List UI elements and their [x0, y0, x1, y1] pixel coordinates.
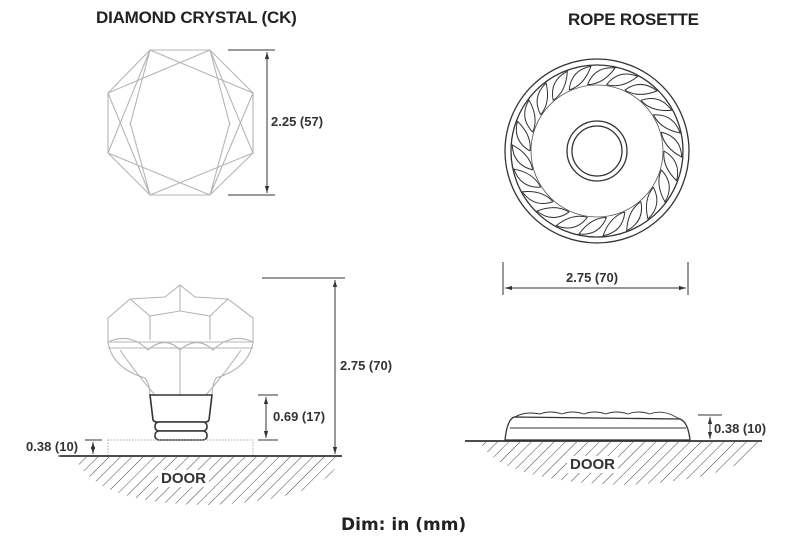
rosette-height-dimension [698, 414, 722, 439]
units-footer: Dim: in (mm) [341, 515, 467, 535]
crystal-title: DIAMOND CRYSTAL (CK) [96, 8, 297, 27]
crystal-width-dimension [228, 49, 275, 196]
crystal-side-view [107, 284, 254, 396]
crystal-width-label: 2.25 (57) [271, 114, 324, 129]
rosette-side-view [504, 411, 691, 441]
left-door-label: DOOR [158, 470, 209, 487]
crystal-height-label: 2.75 (70) [340, 358, 393, 373]
collar-height-label: 0.69 (17) [273, 409, 326, 424]
rosette-height-label: 0.38 (10) [714, 421, 767, 436]
rosette-width-label: 2.75 (70) [566, 270, 619, 285]
rosette-width-dimension [502, 262, 689, 295]
right-door-section [465, 440, 762, 485]
crystal-collar [149, 394, 213, 441]
rosette-title: ROPE ROSETTE [568, 10, 699, 29]
crystal-top-view [107, 49, 254, 196]
crystal-height-dimensions [58, 277, 345, 457]
crystal-base-label: 0.38 (10) [26, 439, 79, 454]
rosette-top-view [504, 58, 690, 244]
right-door-label: DOOR [567, 456, 618, 473]
crystal-base-outline [107, 439, 254, 457]
